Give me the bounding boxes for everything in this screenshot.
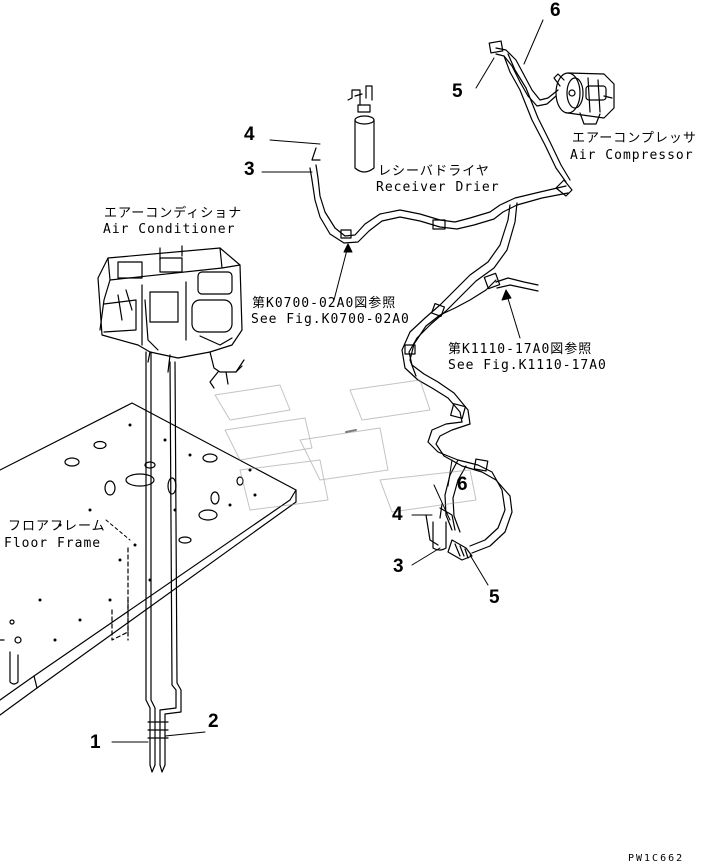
callout-6-top: 6 — [550, 0, 561, 21]
air-compressor — [553, 72, 615, 125]
callout-1: 1 — [90, 732, 101, 753]
reference-label-2-jp: 第K1110-17A0図参照 — [448, 342, 593, 357]
receiver-drier-label-en: Receiver Drier — [376, 180, 500, 195]
callout-4-top: 4 — [244, 124, 255, 145]
air-compressor-label-en: Air Compressor — [570, 148, 694, 163]
callout-3-top: 3 — [244, 159, 255, 180]
drawing-code: PW1C662 — [628, 853, 685, 864]
hose-assembly — [309, 40, 573, 561]
air-conditioner-unit — [97, 245, 245, 389]
floor-frame-plate — [0, 402, 297, 716]
reference-label-1-en: See Fig.K0700-02A0 — [251, 312, 410, 327]
callout-2: 2 — [208, 711, 219, 732]
receiver-drier — [347, 85, 375, 173]
pipe-1-and-2 — [127, 351, 182, 773]
air-compressor-label-jp: エアーコンプレッサ — [572, 131, 697, 146]
leader-lines — [105, 19, 544, 743]
callout-5-bottom: 5 — [489, 587, 500, 608]
reference-label-2-en: See Fig.K1110-17A0 — [448, 358, 607, 373]
floor-frame-label-jp: フロアフレーム — [8, 519, 106, 534]
watermark — [214, 379, 477, 513]
callout-5-top: 5 — [452, 81, 463, 102]
receiver-drier-label-jp: レシーバドライヤ — [378, 164, 490, 179]
callout-4-mid: 4 — [392, 504, 403, 525]
reference-label-1-jp: 第K0700-02A0図参照 — [252, 296, 397, 311]
air-conditioner-label-en: Air Conditioner — [103, 222, 236, 237]
callout-6-mid: 6 — [457, 474, 468, 495]
callout-3-mid: 3 — [393, 556, 404, 577]
floor-frame-label-en: Floor Frame — [4, 536, 102, 551]
air-conditioner-label-jp: エアーコンディショナ — [104, 206, 243, 221]
